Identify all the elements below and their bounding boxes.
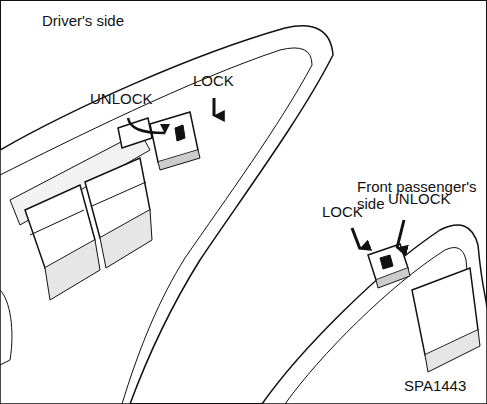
- passenger-armrest: [262, 225, 487, 404]
- push-arrows: [128, 98, 404, 249]
- switch-label: UNLOCK: [90, 90, 153, 107]
- switch-label: UNLOCK: [388, 190, 451, 207]
- figure-code: SPA1443: [404, 377, 466, 394]
- driver-armrest: [0, 26, 333, 404]
- switch-label: LOCK: [322, 203, 363, 220]
- side-title: Driver's side: [42, 12, 124, 29]
- switch-label: LOCK: [193, 72, 234, 89]
